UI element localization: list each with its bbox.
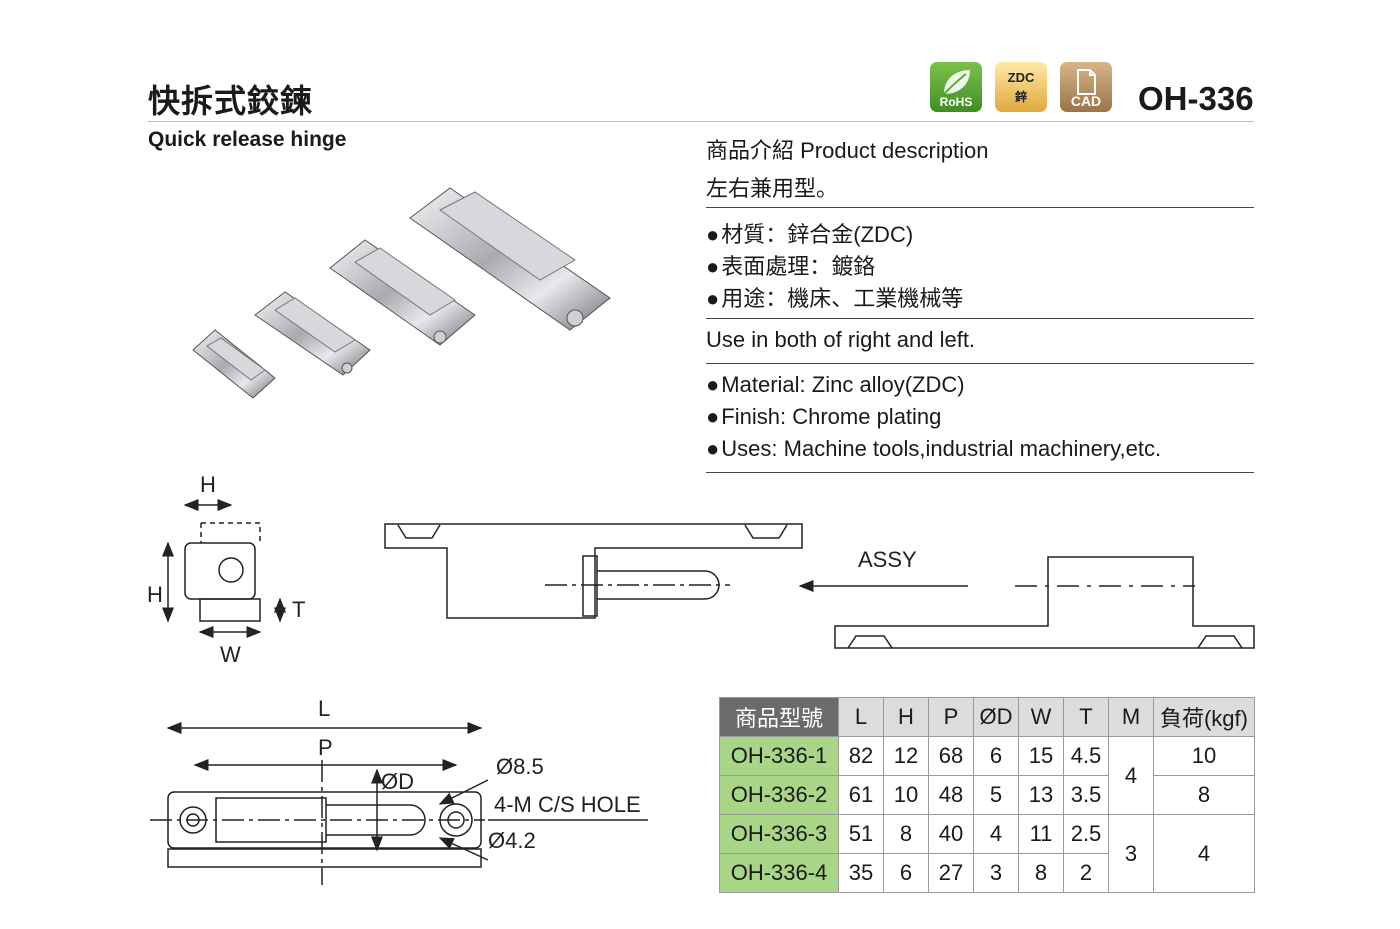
description-summary-cn: 左右兼用型。 <box>706 176 839 201</box>
dim-label-h-left: H <box>147 582 163 607</box>
bullet-finish-cn: 表面處理：鍍鉻 <box>706 249 875 281</box>
cell-p: 40 <box>928 814 974 854</box>
description-heading: 商品介紹 Product description <box>706 138 989 163</box>
bullet-material-cn: 材質：鋅合金(ZDC) <box>706 217 913 249</box>
zdc-label: ZDC <box>1007 70 1035 85</box>
hinge-image-2 <box>329 239 476 346</box>
dim-label-d42: Ø4.2 <box>488 828 536 853</box>
table-row: OH-336-1 82 12 68 6 15 4.5 4 10 <box>719 736 1255 815</box>
divider <box>706 472 1254 473</box>
bullet-uses-cn: 用途：機床、工業機械等 <box>706 281 963 313</box>
cell-d: 4 <box>973 814 1019 854</box>
header-w: W <box>1018 697 1064 737</box>
header-m: M <box>1108 697 1154 737</box>
cell-t: 3.5 <box>1063 775 1109 815</box>
cell-p: 68 <box>928 736 974 776</box>
divider <box>706 207 1254 208</box>
hole-callout: 4-M C/S HOLE <box>494 792 641 817</box>
header-p: P <box>928 697 974 737</box>
cell-l: 51 <box>838 814 884 854</box>
dim-label-od: ØD <box>381 769 414 794</box>
zinc-label: 鋅 <box>1014 90 1027 104</box>
cell-m: 4 <box>1108 736 1154 815</box>
cell-w: 15 <box>1018 736 1064 776</box>
leaf-icon <box>943 70 970 95</box>
hinge-image-4 <box>192 329 276 399</box>
rohs-label: RoHS <box>939 95 973 109</box>
dim-label-w: W <box>220 642 241 667</box>
dim-label-d85: Ø8.5 <box>496 754 544 779</box>
table-row: OH-336-4 35 6 27 3 8 2 <box>719 853 1255 893</box>
header-l: L <box>838 697 884 737</box>
bullet-uses-en: Uses: Machine tools,industrial machinery… <box>706 436 1161 462</box>
document-icon <box>1077 69 1096 95</box>
zdc-badge: ZDC 鋅 <box>995 62 1047 112</box>
spec-table: 商品型號 L H P ØD W T M 負荷(kgf) OH-336-1 82 … <box>719 697 1255 893</box>
cell-p: 48 <box>928 775 974 815</box>
cell-d: 6 <box>973 736 1019 776</box>
cell-m: 3 <box>1108 814 1154 893</box>
dim-label-l: L <box>318 696 330 721</box>
table-row: OH-336-2 61 10 48 5 13 3.5 8 <box>719 775 1255 815</box>
description-summary-en: Use in both of right and left. <box>706 327 976 352</box>
hinge-image-3 <box>254 291 371 376</box>
page-title: 快拆式鉸鍊 <box>148 82 314 120</box>
cell-h: 6 <box>883 853 929 893</box>
cell-l: 61 <box>838 775 884 815</box>
cell-h: 8 <box>883 814 929 854</box>
header-divider <box>148 121 1254 122</box>
cell-w: 13 <box>1018 775 1064 815</box>
table-row: OH-336-3 51 8 40 4 11 2.5 3 4 <box>719 814 1255 893</box>
header-h: H <box>883 697 929 737</box>
cell-l: 35 <box>838 853 884 893</box>
header-model: 商品型號 <box>719 697 839 737</box>
bullet-finish-en: Finish: Chrome plating <box>706 404 941 430</box>
cell-d: 3 <box>973 853 1019 893</box>
cell-model: OH-336-1 <box>719 736 839 776</box>
table-header-row: 商品型號 L H P ØD W T M 負荷(kgf) <box>719 697 1255 737</box>
cell-l: 82 <box>838 736 884 776</box>
divider <box>706 363 1254 364</box>
cad-badge[interactable]: CAD <box>1060 62 1112 112</box>
cad-label: CAD <box>1070 93 1102 109</box>
cell-load: 8 <box>1153 775 1255 815</box>
cell-h: 10 <box>883 775 929 815</box>
dim-label-t: T <box>292 597 305 622</box>
cell-p: 27 <box>928 853 974 893</box>
cell-d: 5 <box>973 775 1019 815</box>
page-subtitle: Quick release hinge <box>148 128 347 151</box>
bullet-material-en: Material: Zinc alloy(ZDC) <box>706 372 964 398</box>
header-t: T <box>1063 697 1109 737</box>
cell-model: OH-336-3 <box>719 814 839 854</box>
header-load: 負荷(kgf) <box>1153 697 1255 737</box>
cell-model: OH-336-2 <box>719 775 839 815</box>
dim-label-p: P <box>318 735 333 760</box>
dim-label-h-top: H <box>200 472 216 497</box>
product-photo <box>192 187 611 399</box>
cell-load: 10 <box>1153 736 1255 776</box>
cell-h: 12 <box>883 736 929 776</box>
cell-w: 11 <box>1018 814 1064 854</box>
plan-view-drawing <box>150 722 648 885</box>
header-d: ØD <box>973 697 1019 737</box>
cell-t: 2.5 <box>1063 814 1109 854</box>
model-number: OH-336 <box>1138 80 1254 117</box>
rohs-badge: RoHS <box>930 62 982 112</box>
hinge-image-1 <box>409 187 611 331</box>
cell-model: OH-336-4 <box>719 853 839 893</box>
front-view-drawing <box>384 523 1255 649</box>
cell-load: 4 <box>1153 814 1255 893</box>
cell-w: 8 <box>1018 853 1064 893</box>
cell-t: 4.5 <box>1063 736 1109 776</box>
cell-t: 2 <box>1063 853 1109 893</box>
side-view-drawing <box>162 499 286 638</box>
assy-label: ASSY <box>858 547 917 572</box>
divider <box>706 318 1254 319</box>
